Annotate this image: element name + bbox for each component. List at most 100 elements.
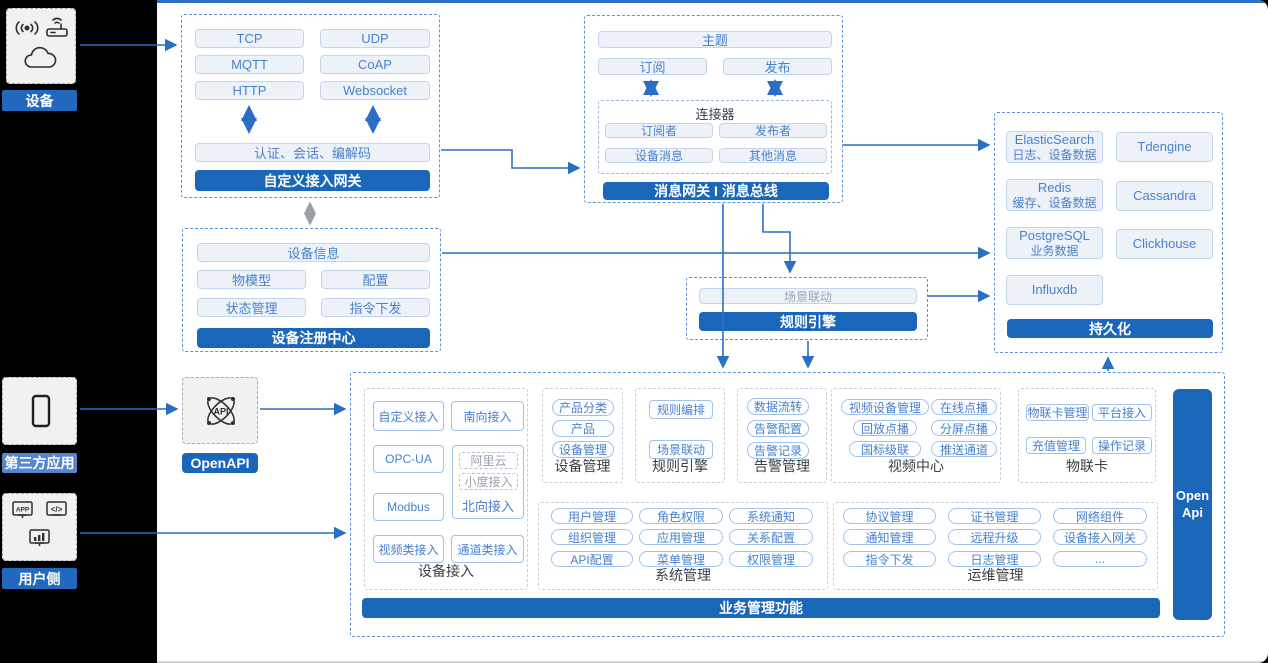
chart-monitor-icon	[29, 529, 50, 546]
svg-text:API: API	[213, 407, 228, 417]
business-box	[350, 372, 1225, 637]
rule-box: 场景联动 规则引擎	[686, 277, 928, 340]
device-rail-label: 设备	[2, 90, 77, 111]
system-item: 权限管理	[729, 551, 813, 567]
section-label: 系统管理	[655, 567, 711, 583]
openapi-icon-box: API	[182, 377, 258, 444]
store-desc: 业务数据	[1030, 243, 1079, 258]
system-item: 应用管理	[639, 529, 723, 545]
connector-title: 连接器	[695, 107, 735, 122]
thirdparty-rail-label: 第三方应用	[2, 453, 77, 473]
video-item: 在线点播	[931, 399, 997, 415]
store-cassandra: Cassandra	[1116, 181, 1213, 211]
connector-item: 订阅者	[605, 123, 713, 138]
user-icon-box: APP </>	[2, 493, 77, 561]
user-side-icons: APP </>	[12, 501, 67, 546]
device-icon-box	[6, 8, 76, 84]
message-box: 主题 订阅 发布 连接器 订阅者 发布者 设备消息 其他消息 消息网关 I 消息…	[584, 15, 843, 203]
business-title-bar: 业务管理功能	[362, 598, 1160, 618]
access-item: 自定义接入	[373, 401, 444, 431]
message-title-bar: 消息网关 I 消息总线	[603, 182, 829, 200]
section-iot-card: 物联卡管理 平台接入 充值管理 操作记录 物联卡	[1018, 388, 1156, 483]
north-cloud-item: 小度接入	[459, 473, 518, 490]
card-item: 充值管理	[1026, 437, 1086, 454]
section-label: 运维管理	[967, 567, 1024, 583]
open-api-line: Open	[1175, 487, 1210, 503]
protocol-button: CoAP	[320, 55, 430, 74]
gateway-title-bar: 自定义接入网关	[195, 170, 430, 191]
system-item: 系统通知	[729, 508, 813, 524]
access-item: 视频类接入	[373, 535, 444, 563]
system-item: 组织管理	[551, 529, 633, 545]
persistence-title-bar: 持久化	[1007, 319, 1213, 338]
section-ops: 协议管理 证书管理 网络组件 通知管理 远程升级 设备接入网关 指令下发 日志管…	[833, 502, 1158, 590]
store-name: Tdengine	[1137, 139, 1192, 155]
section-alarm: 数据流转 告警配置 告警记录 告警管理	[737, 388, 827, 483]
svg-text:APP: APP	[16, 507, 30, 514]
openapi-label: OpenAPI	[182, 453, 258, 473]
connector-box: 连接器 订阅者 发布者 设备消息 其他消息	[598, 100, 832, 174]
radio-signal-icon	[15, 21, 39, 35]
device-icons	[15, 17, 68, 68]
video-item: 分屏点播	[931, 420, 997, 436]
open-api-line: Api	[1182, 504, 1203, 520]
video-item: 推送通道	[931, 441, 997, 457]
ops-item: 协议管理	[843, 508, 936, 524]
section-device-mgmt: 产品分类 产品 设备管理 设备管理	[542, 388, 623, 483]
mgmt-item: 产品分类	[552, 399, 614, 416]
system-item: API配置	[551, 551, 633, 567]
rule-title-bar: 规则引擎	[699, 312, 917, 331]
section-label: 物联卡	[1066, 458, 1108, 474]
protocol-button: TCP	[195, 29, 304, 48]
access-item: 通道类接入	[451, 535, 524, 563]
protocol-button: Websocket	[320, 81, 430, 100]
connector-item: 其他消息	[719, 148, 827, 163]
access-item: OPC-UA	[373, 445, 444, 473]
card-item: 平台接入	[1092, 404, 1152, 421]
store-tdengine: Tdengine	[1116, 132, 1213, 162]
rule-item: 规则编排	[649, 400, 713, 419]
store-name: ElasticSearch	[1014, 132, 1095, 147]
access-item: Modbus	[373, 493, 444, 521]
north-access-box: 阿里云 小度接入 北向接入	[452, 445, 524, 519]
store-elasticsearch: ElasticSearch 日志、设备数据	[1006, 131, 1103, 163]
protocol-button: HTTP	[195, 81, 304, 100]
section-system: 用户管理 角色权限 系统通知 组织管理 应用管理 关系配置 API配置 菜单管理…	[538, 502, 828, 590]
code-icon: </>	[46, 501, 67, 516]
north-cloud-item: 阿里云	[459, 452, 518, 469]
system-item: 菜单管理	[639, 551, 723, 567]
auth-session-codec-bar: 认证、会话、编解码	[195, 143, 430, 162]
alarm-item: 告警记录	[747, 442, 809, 459]
protocol-button: UDP	[320, 29, 430, 48]
svg-text:</>: </>	[51, 505, 63, 514]
store-influxdb: Influxdb	[1006, 275, 1103, 305]
registry-box: 设备信息 物模型 配置 状态管理 指令下发 设备注册中心	[182, 228, 441, 352]
phone-icon	[31, 394, 51, 428]
access-item: 南向接入	[451, 401, 524, 431]
ops-item: 设备接入网关	[1053, 529, 1147, 545]
system-item: 角色权限	[639, 508, 723, 524]
store-desc: 日志、设备数据	[1012, 147, 1097, 162]
video-item: 国标级联	[849, 441, 921, 457]
ops-item: ...	[1053, 551, 1147, 567]
registry-item: 物模型	[197, 270, 306, 289]
store-redis: Redis 缓存、设备数据	[1006, 179, 1103, 211]
section-label: 设备接入	[418, 563, 474, 579]
section-video: 视频设备管理 在线点播 回放点播 分屏点播 国标级联 推送通道 视频中心	[831, 388, 1001, 483]
video-item: 视频设备管理	[841, 399, 929, 415]
alarm-item: 数据流转	[747, 398, 809, 415]
store-clickhouse: Clickhouse	[1116, 229, 1213, 259]
device-info-bar: 设备信息	[197, 243, 430, 262]
system-item: 关系配置	[729, 529, 813, 545]
mgmt-item: 产品	[552, 420, 614, 437]
ops-item: 日志管理	[948, 551, 1041, 567]
mgmt-item: 设备管理	[552, 441, 614, 458]
ops-item: 通知管理	[843, 529, 936, 545]
persistence-box: ElasticSearch 日志、设备数据 Tdengine Redis 缓存、…	[994, 112, 1223, 353]
section-label: 规则引擎	[652, 458, 708, 474]
topic-bar: 主题	[598, 31, 832, 48]
cloud-icon	[24, 46, 57, 68]
ops-item: 远程升级	[948, 529, 1041, 545]
api-atom-icon: API	[207, 397, 235, 425]
user-rail-label: 用户侧	[2, 568, 77, 589]
